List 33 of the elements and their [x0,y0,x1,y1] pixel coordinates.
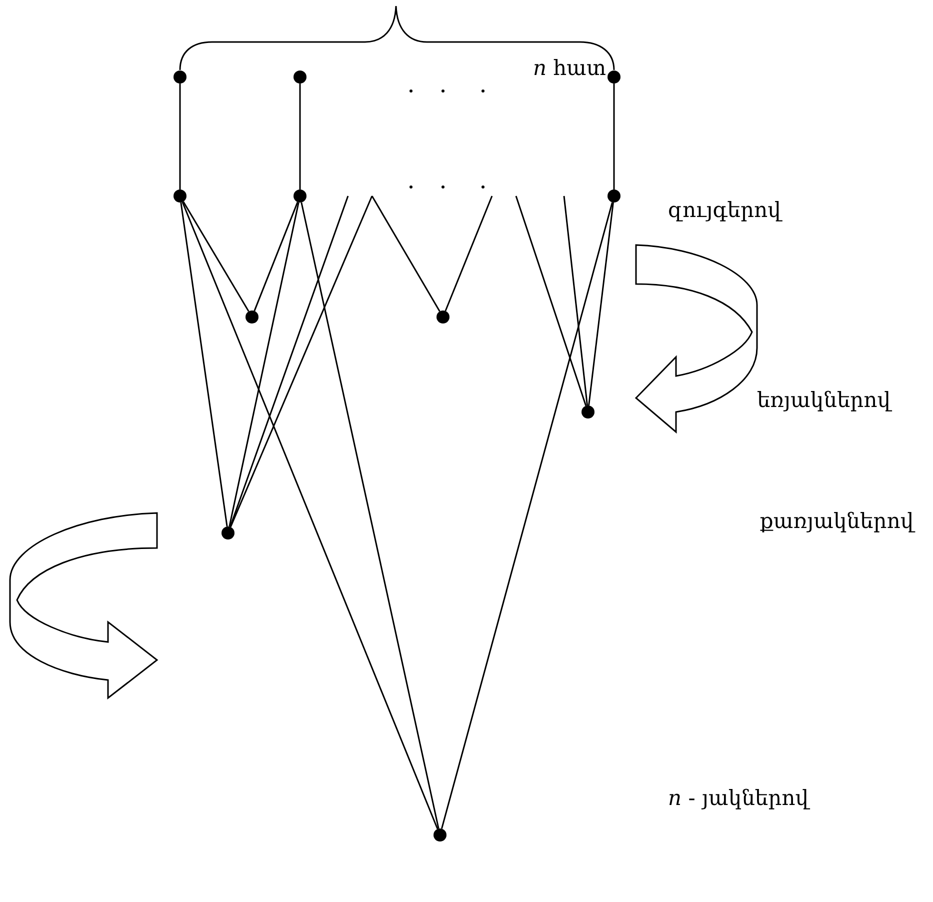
edge-line [444,196,493,312]
vertex-dot [434,828,446,842]
row-label: քառյակներով [760,511,914,532]
edge-line [440,202,614,829]
row-label: զույգերով [668,200,781,221]
edge-line [300,202,440,829]
vertex-dot [608,190,620,202]
vertex-dot [582,406,594,418]
vertex-dot [608,70,620,84]
edge-line [182,202,438,830]
edge-line [230,196,373,528]
edge-line [228,202,300,527]
edge-line [588,202,614,406]
vertex-dot [222,526,234,540]
vertex-dot [174,190,186,202]
edge-line [613,84,615,190]
edge-line [179,84,181,190]
edge-line [563,196,588,406]
vertex-dot [294,190,306,202]
vertex-dot [294,70,306,84]
row-label: n - յակներով [668,788,808,809]
edge-line [180,202,228,527]
edge-line [299,84,301,190]
edge-line [254,202,298,312]
edge-line [229,196,349,528]
row-label: n հատ [533,58,606,79]
row-label: եռյակներով [757,390,891,411]
vertex-dot [246,310,258,324]
edge-line [182,201,250,312]
vertex-dot [436,310,450,324]
edge-line [515,196,587,406]
edge-line [371,196,440,312]
vertex-dot [174,70,186,84]
